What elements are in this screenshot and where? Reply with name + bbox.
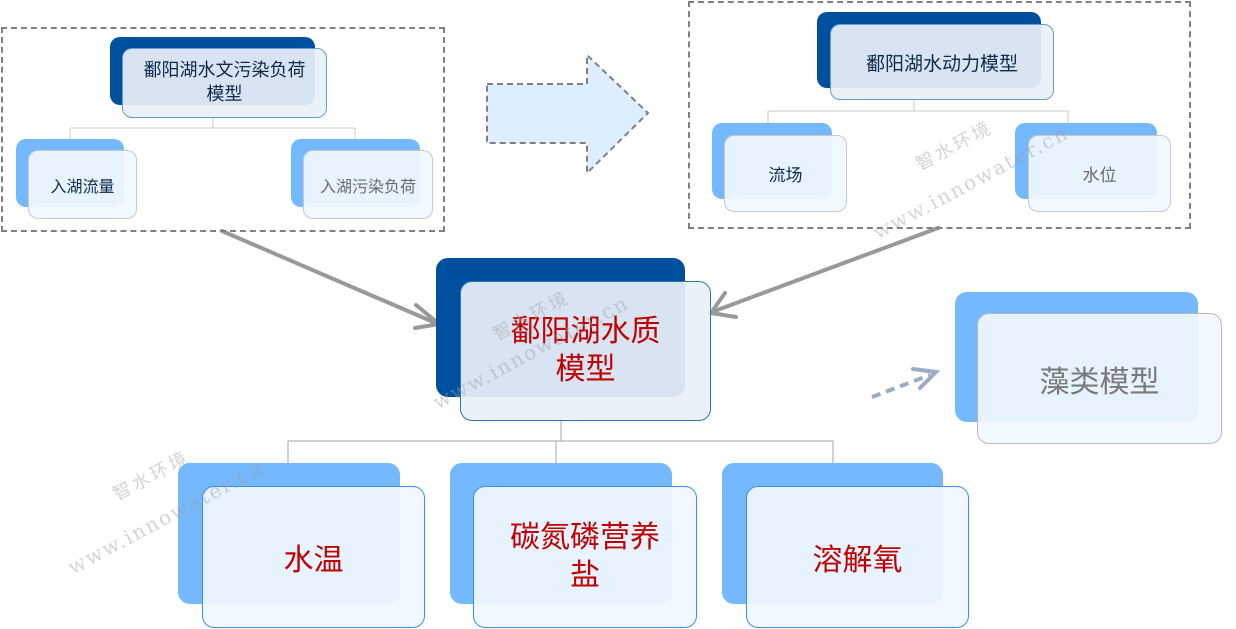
nutrients-node[interactable]: 碳氮磷营养 盐 — [473, 486, 697, 628]
water-quality-title-line2: 模型 — [555, 352, 616, 387]
inflow-label: 入湖流量 — [50, 176, 115, 196]
nutrients-text: 碳氮磷营养 盐 — [510, 519, 660, 595]
pollution-load-label: 入湖污染负荷 — [319, 176, 416, 196]
arrow-to-algae — [871, 367, 941, 399]
arrow-hydrodynamic-to-quality — [707, 226, 940, 319]
flow-arrow-right — [486, 52, 650, 176]
flow-field-label: 流场 — [768, 166, 803, 186]
arrow-hydrology-to-quality — [220, 229, 444, 330]
hydrodynamic-title-node[interactable]: 鄱阳湖水动力模型 — [830, 24, 1054, 100]
nutrients-line1: 碳氮磷营养 — [510, 520, 660, 555]
inflow-node[interactable]: 入湖流量 — [28, 150, 137, 219]
water-quality-title-node[interactable]: 鄱阳湖水质 模型 — [460, 281, 711, 421]
water-level-label: 水位 — [1082, 166, 1117, 186]
water-level-node[interactable]: 水位 — [1028, 135, 1171, 212]
algae-model-node[interactable]: 藻类模型 — [977, 313, 1222, 444]
flow-field-node[interactable]: 流场 — [724, 135, 847, 212]
hydrology-tree-lines — [69, 118, 356, 139]
dissolved-oxygen-label: 溶解氧 — [812, 543, 903, 578]
hydrodynamic-model-group — [688, 1, 1191, 229]
nutrients-line2: 盐 — [570, 558, 600, 593]
water-quality-tree-lines — [287, 420, 834, 463]
hydrology-title-line1: 鄱阳湖水文污染负荷 — [143, 60, 306, 81]
hydrodynamic-title-text: 鄱阳湖水动力模型 — [865, 52, 1018, 75]
water-quality-title-text: 鄱阳湖水质 模型 — [511, 313, 661, 389]
hydrology-title-node[interactable]: 鄱阳湖水文污染负荷 模型 — [122, 48, 327, 118]
water-quality-title-line1: 鄱阳湖水质 — [510, 314, 661, 349]
hydrodynamic-tree-lines — [767, 100, 1069, 123]
water-temp-node[interactable]: 水温 — [202, 486, 425, 628]
dissolved-oxygen-node[interactable]: 溶解氧 — [746, 486, 969, 628]
pollution-load-node[interactable]: 入湖污染负荷 — [303, 150, 433, 219]
hydrology-model-group — [1, 27, 445, 232]
algae-model-label: 藻类模型 — [1039, 364, 1160, 400]
hydrology-title-line2: 模型 — [206, 84, 243, 105]
water-temp-label: 水温 — [283, 543, 344, 578]
hydrology-title-text: 鄱阳湖水文污染负荷 模型 — [144, 59, 306, 107]
